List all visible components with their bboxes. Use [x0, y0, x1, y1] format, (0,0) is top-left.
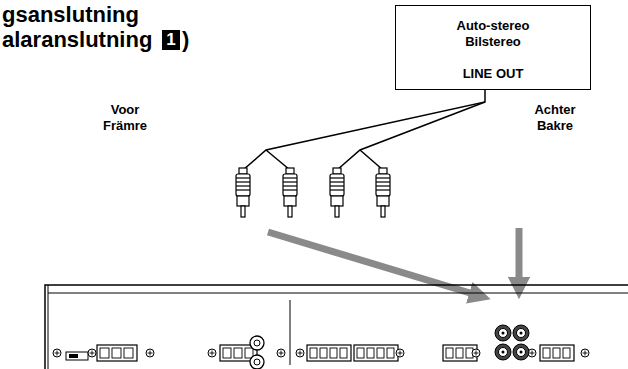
front-label: Voor Främre [95, 102, 155, 134]
rca-plugs [236, 168, 390, 217]
heading-part: ) [182, 27, 189, 52]
amplifier [45, 285, 628, 369]
device-box: Auto-stereo BilstereoLINE OUT [395, 5, 591, 90]
insert-arrow [268, 228, 519, 296]
heading: gsanslutning alaranslutning [2, 2, 162, 52]
port-label: LINE OUT [396, 66, 590, 82]
step-number: 1 [162, 30, 180, 50]
device-name: Auto-stereo Bilstereo [443, 18, 543, 50]
rear-label: Achter Bakre [525, 102, 585, 134]
signal-wire [243, 90, 485, 170]
